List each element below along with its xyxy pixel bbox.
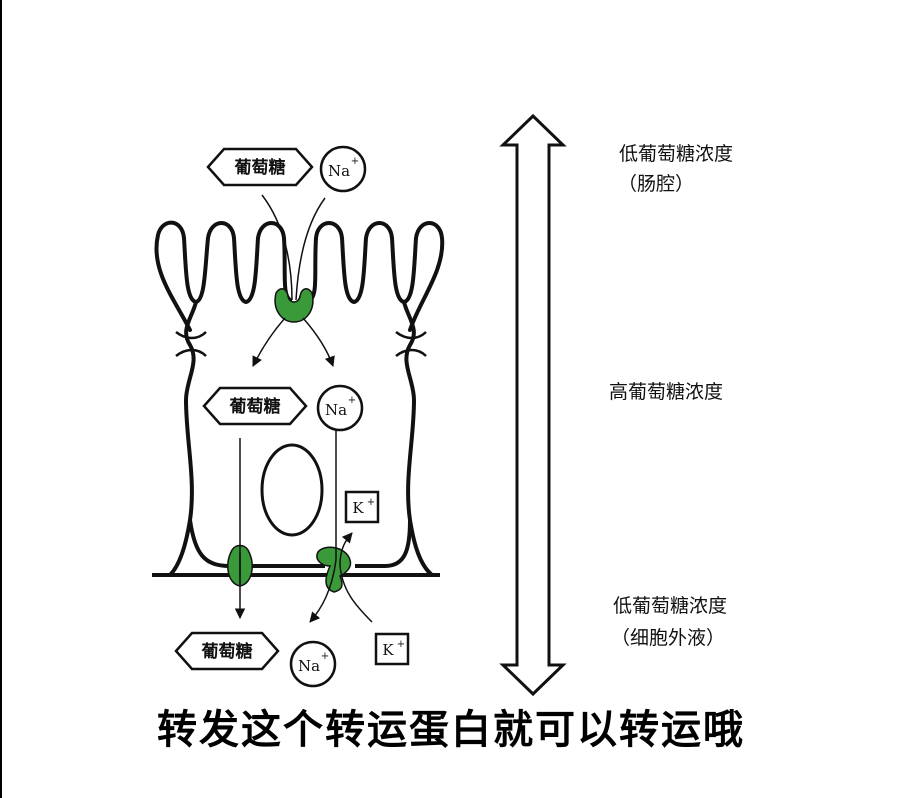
k-cell-label: K (352, 499, 364, 517)
glucose-into-cell-arrow (252, 317, 286, 367)
k-in-arrow (339, 532, 373, 623)
k-ecf-charge: + (397, 639, 405, 650)
ecf-label-line2: （细胞外液） (611, 627, 725, 649)
right-lateral-membrane (402, 301, 434, 577)
na-cell-label: Na (325, 401, 347, 419)
na-cell-charge: + (348, 395, 356, 406)
glucose-entry-path (261, 194, 293, 301)
na-lumen: Na + (319, 145, 367, 193)
lumen-label-line2: （肠腔） (618, 173, 694, 195)
glucose-cell: 葡萄糖 (202, 386, 308, 426)
k-ecf-label: K (382, 641, 394, 659)
na-entry-path (295, 197, 326, 301)
glucose-lumen-label: 葡萄糖 (234, 157, 286, 178)
caption-text: 转发这个转运蛋白就可以转运哦 (157, 707, 745, 753)
na-out-arrow (309, 430, 337, 623)
ecf-label-line1: 低葡萄糖浓度 (613, 595, 727, 617)
sglt-symporter (274, 288, 314, 323)
na-lumen-label: Na (328, 162, 350, 180)
na-ecf: Na + (289, 640, 337, 688)
right-tight-junction (395, 330, 427, 358)
left-tight-junction (175, 330, 207, 358)
cell-membrane (154, 220, 445, 332)
nucleus (260, 443, 324, 537)
glucose-lumen: 葡萄糖 (206, 147, 314, 187)
cell-label: 高葡萄糖浓度 (609, 381, 723, 403)
k-ecf: K + (374, 632, 410, 666)
na-ecf-charge: + (321, 651, 329, 662)
na-ecf-label: Na (298, 657, 320, 675)
k-cell-charge: + (367, 497, 375, 508)
glucose-ecf: 葡萄糖 (174, 631, 280, 671)
k-cell: K + (344, 490, 380, 524)
glucose-ecf-label: 葡萄糖 (201, 641, 253, 662)
lumen-label-line1: 低葡萄糖浓度 (619, 143, 733, 165)
gradient-double-arrow (499, 113, 567, 697)
na-lumen-charge: + (351, 156, 359, 167)
glucose-cell-label: 葡萄糖 (229, 396, 281, 417)
left-lateral-membrane (168, 301, 198, 577)
na-into-cell-arrow (302, 317, 335, 367)
na-cell: Na + (316, 384, 364, 432)
